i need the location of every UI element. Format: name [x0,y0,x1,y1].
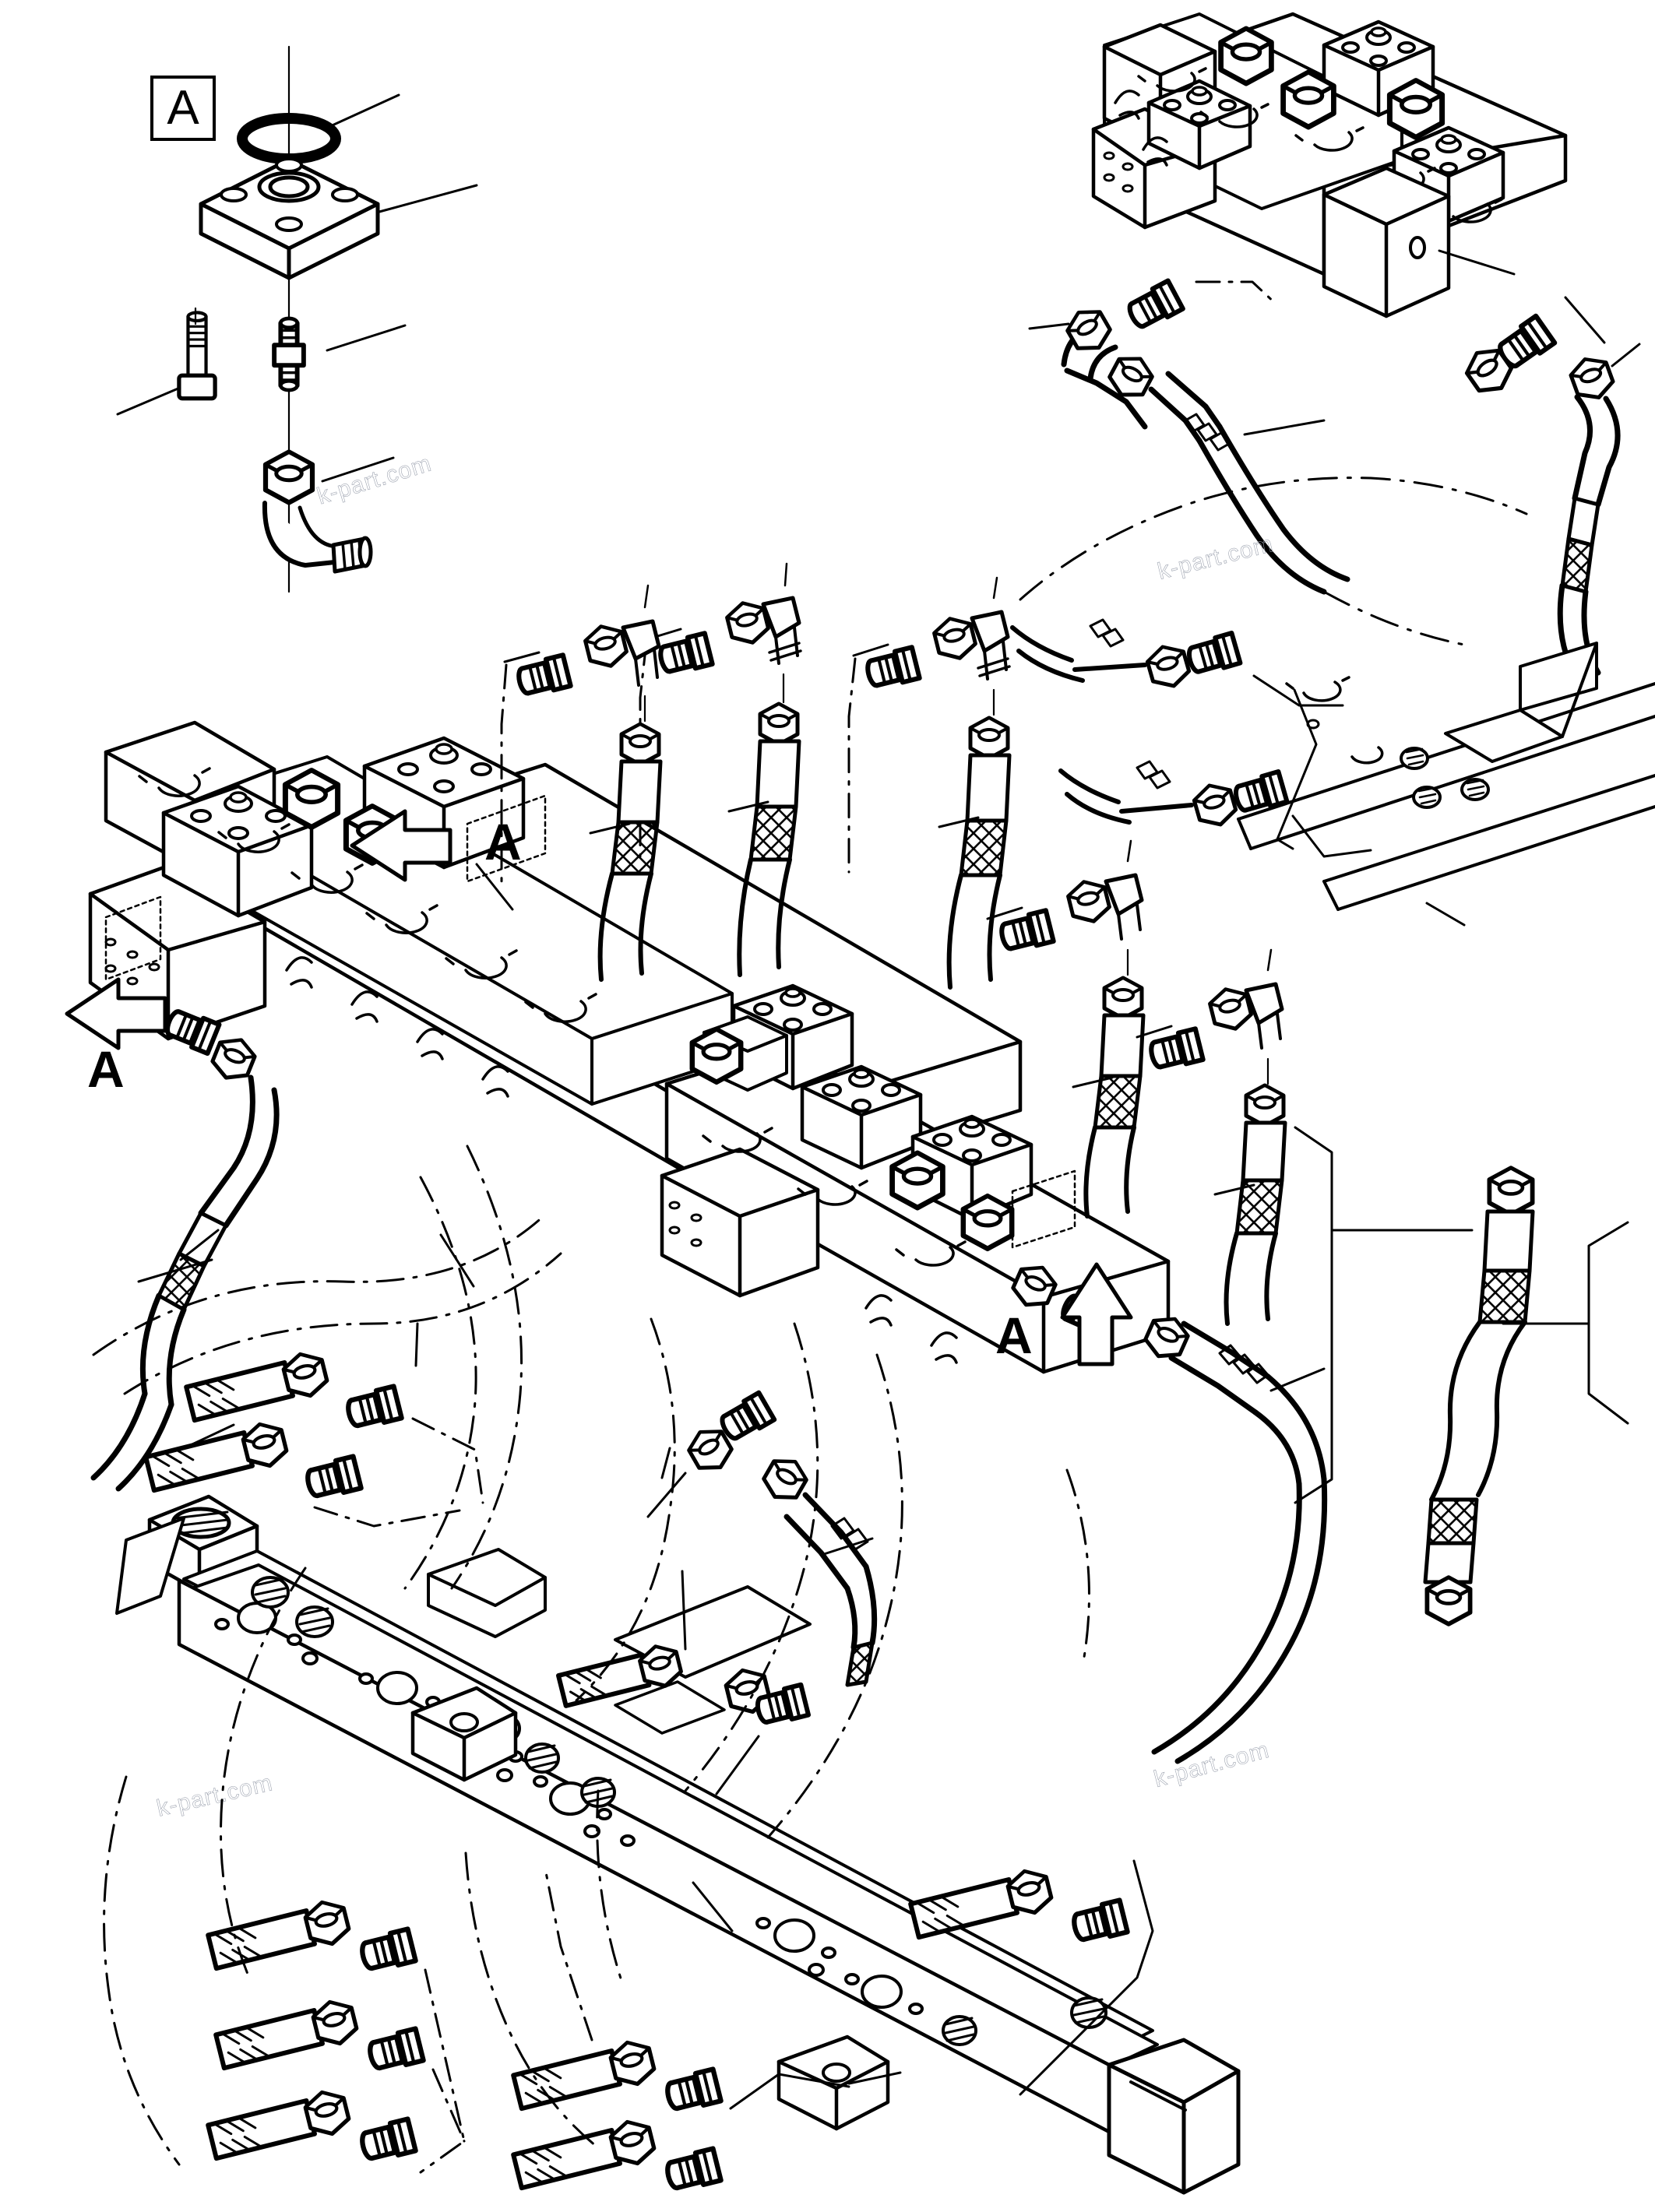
section-arrow-label-2: A [87,1040,125,1098]
straight-adapter-part [274,318,304,390]
flange-plate-part [199,157,478,280]
center-lower-fitting-group [646,1393,878,1687]
detail-a-assembly [116,45,478,593]
center-valve-manifold [660,983,1328,1764]
mid-center-fitting-group [556,1570,808,1795]
routing-centerlines [92,1145,1090,2166]
bottom-hose-end-clusters [206,1859,1154,2193]
hose-free-standing-right [1294,1126,1629,1624]
upper-center-fitting-groups [500,562,1012,990]
detail-a-box-label: A [167,81,199,135]
right-mid-fitting-groups [986,839,1287,1326]
section-arrow-label-1: A [484,813,522,870]
upper-right-valve-manifold [1019,12,1641,677]
upper-right-chassis-rail [1010,618,1655,911]
lower-diagonal-frame-rail [115,1494,1241,2195]
left-lower-hose-end-fittings [143,1322,484,1528]
leader-lines [179,863,1466,2085]
elbow-fitting-part [262,452,395,574]
detail-a-box: A [150,76,216,141]
section-arrow-label-3: A [995,1306,1033,1364]
